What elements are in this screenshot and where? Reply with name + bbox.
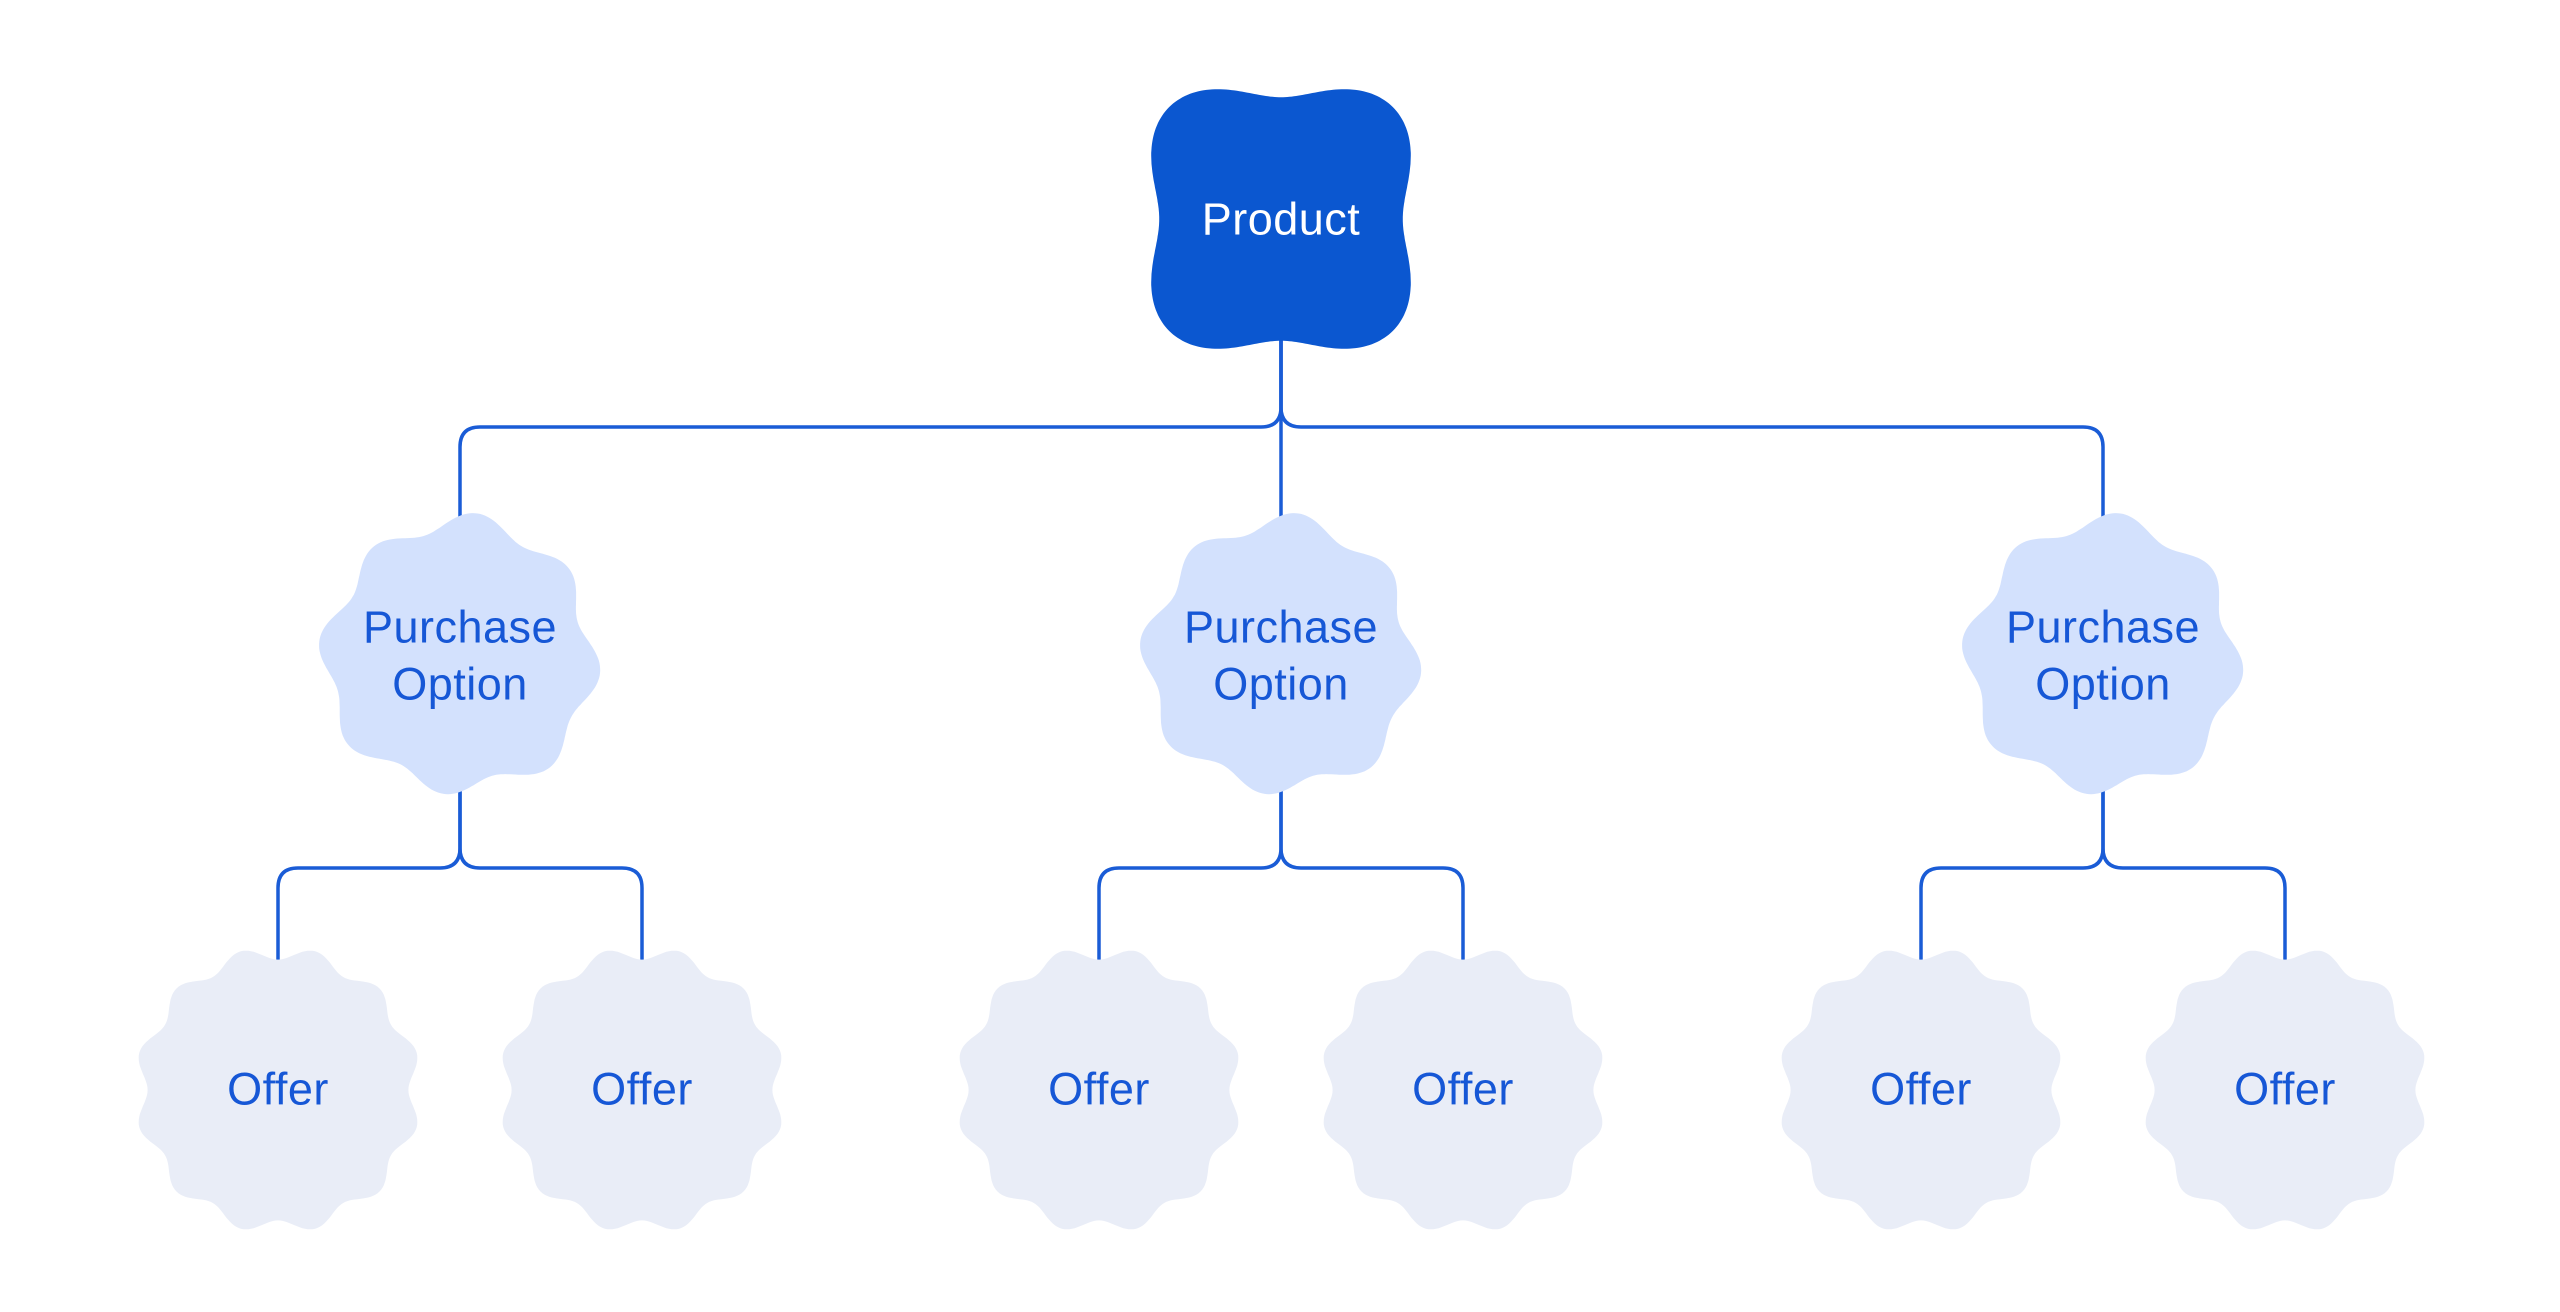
node-shape-offer-6 <box>2145 950 2425 1230</box>
connector-po2-to-offer-right <box>1279 788 1465 964</box>
connector-product-to-right <box>1279 336 2105 530</box>
node-label-offer-1: Offer <box>227 1063 329 1115</box>
node-shape-purchase-option-2 <box>1140 513 1422 795</box>
node-label-offer-5: Offer <box>1870 1063 1972 1115</box>
connector-po3-to-offer-right <box>2101 788 2287 964</box>
node-label-offer-4: Offer <box>1412 1063 1514 1115</box>
node-shape-purchase-option-3 <box>1962 513 2244 795</box>
node-label-offer-3: Offer <box>1048 1063 1150 1115</box>
connector-po2-to-offer-left <box>1097 788 1283 964</box>
node-shape-offer-2 <box>502 950 782 1230</box>
connector-po3-to-offer-left <box>1919 788 2105 964</box>
node-shape-offer-4 <box>1323 950 1603 1230</box>
node-shape-product <box>1151 89 1411 349</box>
node-shape-offer-3 <box>959 950 1239 1230</box>
node-label-purchase-option-3: Purchase Option <box>2005 601 2201 709</box>
node-label-offer-6: Offer <box>2234 1063 2336 1115</box>
node-label-offer-2: Offer <box>591 1063 693 1115</box>
node-label-purchase-option-1: Purchase Option <box>362 601 558 709</box>
connector-po1-to-offer-left <box>276 788 462 964</box>
node-label-product: Product <box>1201 193 1361 245</box>
node-shape-purchase-option-1 <box>319 513 601 795</box>
node-label-purchase-option-2: Purchase Option <box>1183 601 1379 709</box>
connector-product-to-left <box>458 336 1283 530</box>
connector-po1-to-offer-right <box>458 788 644 964</box>
node-shape-offer-1 <box>138 950 418 1230</box>
node-shape-offer-5 <box>1781 950 2061 1230</box>
